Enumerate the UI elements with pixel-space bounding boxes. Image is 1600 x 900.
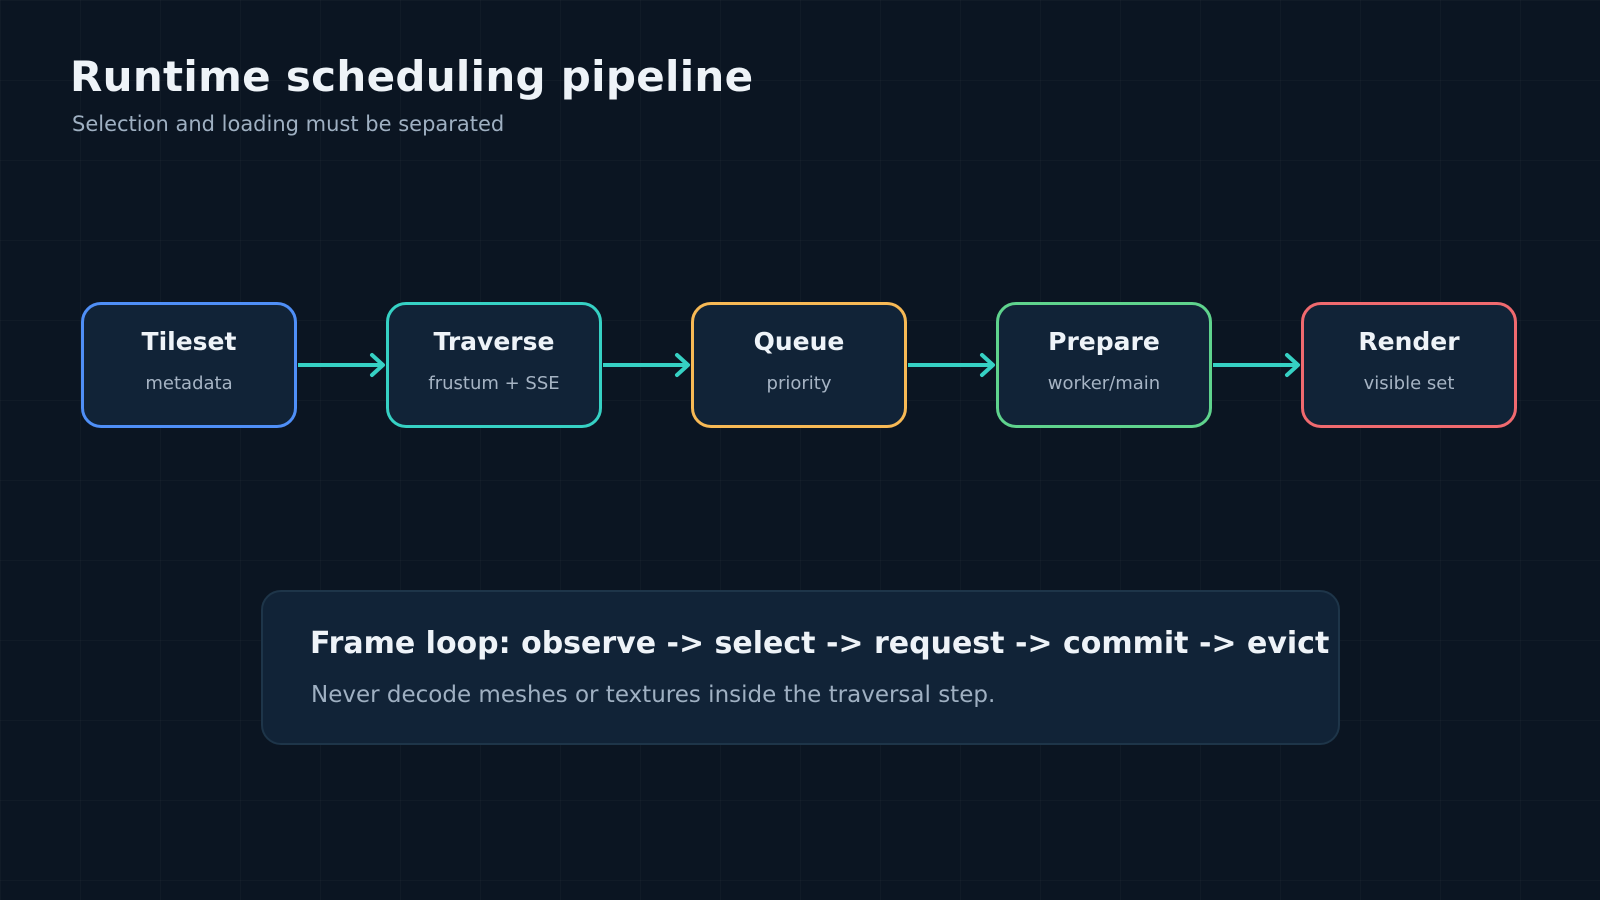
page-subtitle: Selection and loading must be separated [72,112,505,136]
stage-subtitle: frustum + SSE [428,373,560,394]
stage-subtitle: metadata [145,373,233,394]
stage-subtitle: visible set [1363,373,1455,394]
stage-traverse: Traverse frustum + SSE [386,302,602,428]
stage-prepare: Prepare worker/main [996,302,1212,428]
stage-queue: Queue priority [691,302,907,428]
arrow-tileset-traverse [298,353,385,377]
arrow-queue-prepare [908,353,995,377]
stage-title: Render [1358,327,1460,356]
stage-title: Prepare [1048,327,1160,356]
stage-title: Queue [753,327,845,356]
stage-title: Tileset [141,327,237,356]
stage-subtitle: priority [766,373,832,394]
stage-subtitle: worker/main [1047,373,1161,394]
callout-title: Frame loop: observe -> select -> request… [310,626,1330,661]
callout-text: Never decode meshes or textures inside t… [311,682,996,708]
page-title: Runtime scheduling pipeline [70,52,754,101]
stage-tileset: Tileset metadata [81,302,297,428]
arrow-traverse-queue [603,353,690,377]
frame-loop-callout: Frame loop: observe -> select -> request… [261,590,1340,745]
arrow-prepare-render [1213,353,1300,377]
stage-render: Render visible set [1301,302,1517,428]
stage-title: Traverse [433,327,555,356]
